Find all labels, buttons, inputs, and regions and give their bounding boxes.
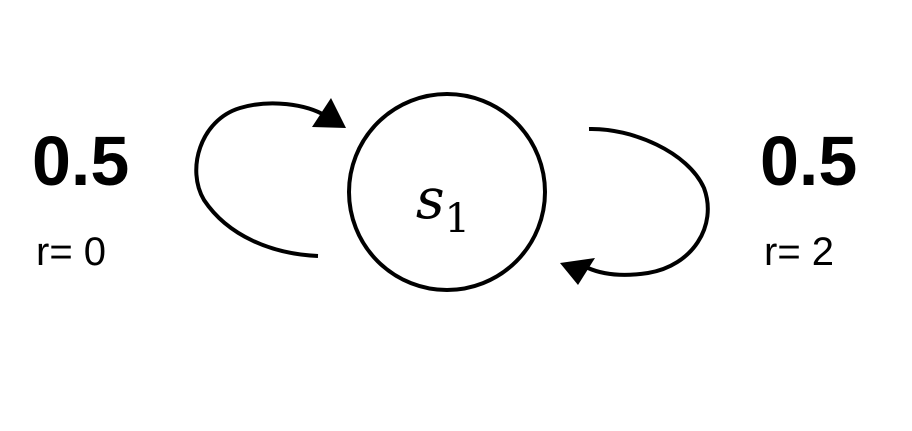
state-subscript: 1 (445, 196, 470, 242)
state-node-circle (347, 92, 547, 292)
left-arrowhead (312, 98, 346, 128)
right-arrowhead (560, 258, 595, 285)
left-transition-probability: 0.5 (32, 122, 130, 200)
state-label: s1 (416, 167, 470, 242)
left-transition-reward: r= 0 (36, 230, 107, 274)
state-symbol: s (416, 167, 445, 232)
left-self-loop-arrow (194, 101, 328, 258)
right-self-loop-arrow (587, 126, 710, 277)
right-transition-probability: 0.5 (760, 122, 858, 200)
right-transition-reward: r= 2 (764, 230, 835, 274)
